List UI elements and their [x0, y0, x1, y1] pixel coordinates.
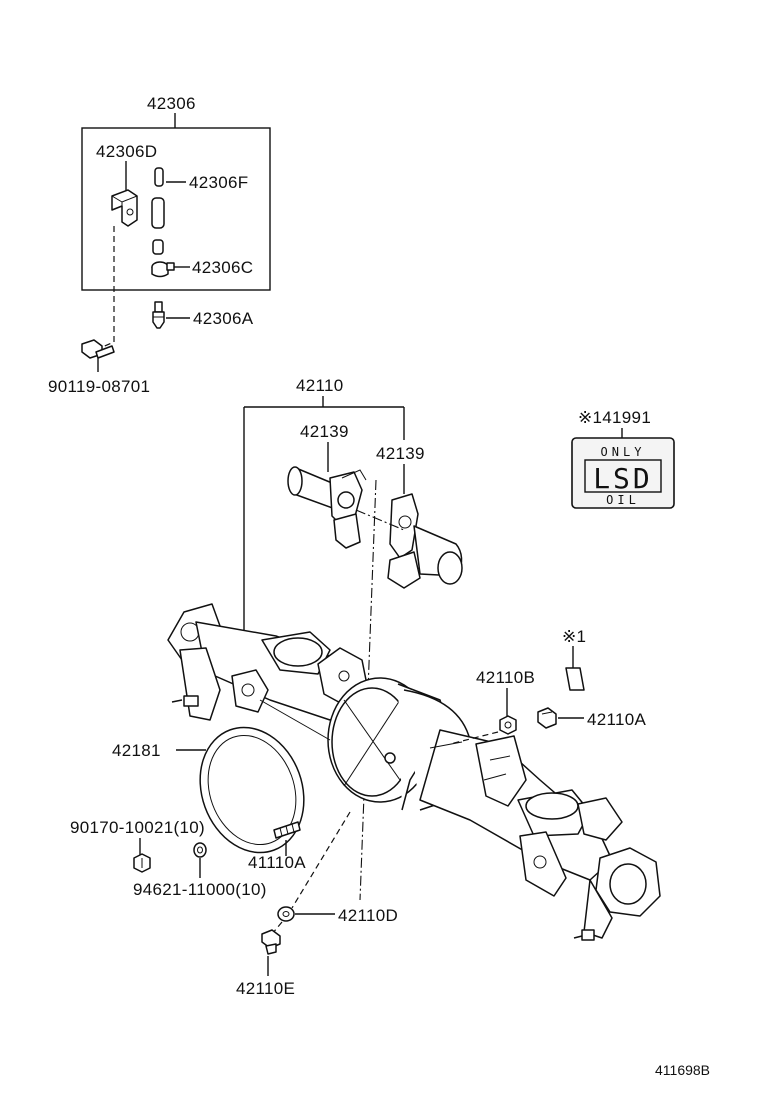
stud-41110A-drawing [273, 821, 301, 839]
label-42306[interactable]: 42306 [147, 94, 196, 113]
label-42306D[interactable]: 42306D [96, 142, 157, 161]
label-94621-11000[interactable]: 94621-11000(10) [133, 880, 267, 899]
housing-label-group: 42110 42139 42139 [243, 376, 425, 660]
plug-42110A-drawing [537, 707, 557, 729]
centerline-vertical [359, 479, 377, 901]
label-42139-left[interactable]: 42139 [300, 422, 349, 441]
lsd-label-plate [571, 437, 675, 509]
union-42306A-drawing [152, 301, 165, 329]
assembly-box-42306 [81, 127, 271, 291]
label-41991[interactable]: ※141991 [578, 408, 651, 427]
label-42110B[interactable]: 42110B [476, 668, 535, 687]
small-tag-drawing [565, 667, 585, 691]
plate-text-bottom: OIL [606, 493, 640, 507]
label-42139-right[interactable]: 42139 [376, 444, 425, 463]
label-42306F[interactable]: 42306F [189, 173, 248, 192]
label-42110D[interactable]: 42110D [338, 906, 398, 925]
drawing-number: 411698B [655, 1062, 710, 1078]
label-90170-10021[interactable]: 90170-10021(10) [70, 818, 205, 837]
label-42306A[interactable]: 42306A [193, 309, 254, 328]
clamp-42306C-drawing [151, 261, 175, 278]
hose-42306F-drawing [151, 167, 165, 255]
centerline-tubes [355, 509, 405, 531]
rear-axle-housing-drawing [167, 603, 661, 941]
drain-plug-42110E-drawing [261, 929, 281, 955]
lsd-label-plate-group: ※141991 ONLY LSD OIL [571, 408, 675, 509]
dashed-leader-42110B [449, 731, 499, 745]
dashed-leader-bracket [99, 226, 115, 349]
bracket-42306D-drawing [111, 189, 138, 227]
label-42306C[interactable]: 42306C [192, 258, 253, 277]
tube-end-right-drawing [387, 493, 463, 589]
plate-text-main: LSD [593, 462, 653, 495]
label-42110[interactable]: 42110 [296, 376, 344, 395]
label-41110A[interactable]: 41110A [248, 853, 306, 872]
dashed-leader-drain [291, 811, 351, 909]
washer-94621-drawing [193, 842, 207, 858]
label-42181[interactable]: 42181 [112, 741, 161, 760]
label-note-1[interactable]: ※1 [562, 627, 586, 646]
label-42110E[interactable]: 42110E [236, 979, 295, 998]
label-90119-08701[interactable]: 90119-08701 [48, 377, 150, 396]
breather-assembly-group: 42306 42306D 42306F 42306C [48, 94, 271, 396]
tube-end-left-drawing [287, 466, 367, 549]
washer-42110B-drawing [499, 715, 517, 735]
cover-gasket-drawing [199, 726, 305, 854]
plate-text-top: ONLY [601, 445, 646, 459]
plate-frame [584, 459, 662, 493]
nut-90170-drawing [133, 853, 151, 873]
gasket-42110D-drawing [277, 906, 295, 922]
bolt-90119-drawing [81, 339, 115, 359]
label-42110A[interactable]: 42110A [587, 710, 647, 729]
